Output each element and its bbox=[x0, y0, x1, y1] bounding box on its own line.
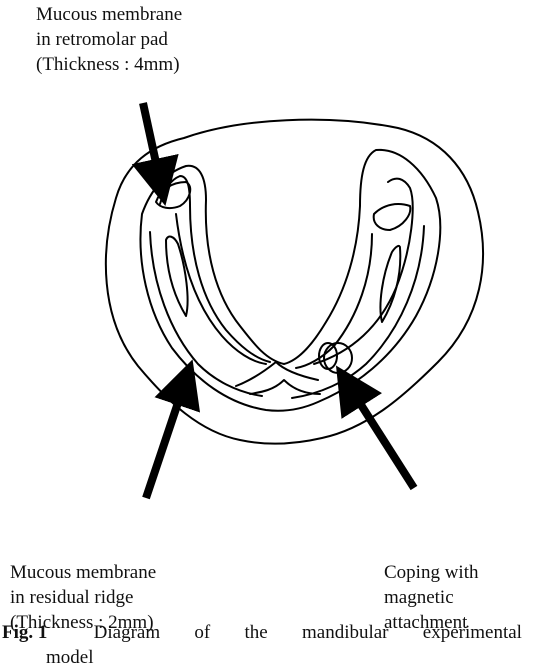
label-line: Mucous membrane bbox=[10, 560, 156, 585]
right-buccal-line bbox=[292, 226, 424, 398]
caption-line-1: Fig. 1 Diagram of the mandibular experim… bbox=[2, 620, 522, 645]
caption-word: Diagram bbox=[94, 620, 160, 645]
figure-caption: Fig. 1 Diagram of the mandibular experim… bbox=[2, 620, 542, 670]
arrow-magnetic-coping bbox=[342, 375, 414, 488]
arrow-residual-ridge bbox=[146, 370, 189, 498]
label-line: Coping with bbox=[384, 560, 478, 585]
label-line: in retromolar pad bbox=[36, 27, 182, 52]
model-base-outline bbox=[106, 120, 483, 444]
caption-word: experimental bbox=[423, 620, 522, 645]
caption-word: the bbox=[245, 620, 268, 645]
right-retromolar-pad bbox=[374, 204, 411, 230]
anterior-midline bbox=[250, 380, 320, 394]
arrow-retromolar-pad bbox=[143, 103, 163, 195]
caption-word: of bbox=[194, 620, 210, 645]
label-line: in residual ridge bbox=[10, 585, 156, 610]
label-retromolar-pad: Mucous membrane in retromolar pad (Thick… bbox=[36, 2, 182, 77]
caption-line-2: model bbox=[2, 645, 542, 670]
figure-number: Fig. 1 bbox=[2, 620, 47, 645]
caption-word: mandibular bbox=[302, 620, 389, 645]
label-line: (Thickness : 4mm) bbox=[36, 52, 182, 77]
label-line: magnetic bbox=[384, 585, 478, 610]
right-ridge-crest bbox=[314, 179, 413, 364]
label-line: Mucous membrane bbox=[36, 2, 182, 27]
left-residual-ridge-detail bbox=[166, 237, 188, 316]
